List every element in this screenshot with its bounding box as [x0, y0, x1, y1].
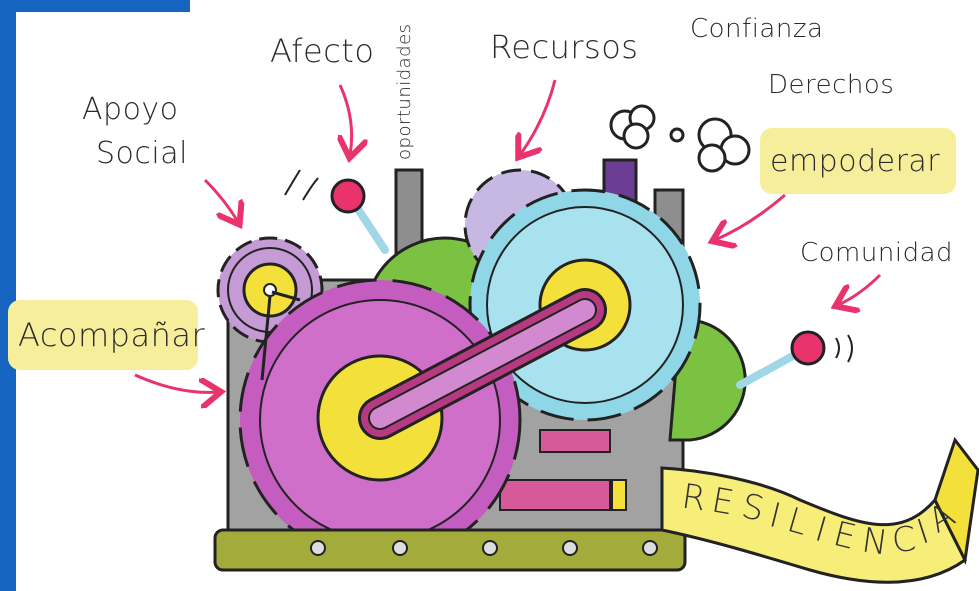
label-empoderar: empoderar [770, 144, 941, 179]
label-derechos: Derechos [768, 70, 895, 100]
smoke-icon [609, 104, 751, 173]
label-apoyo: Apoyo [82, 92, 179, 127]
belt [358, 288, 607, 440]
arrow-apoyo-icon [203, 178, 238, 222]
arrow-empoderar-icon [715, 193, 786, 240]
arrow-afecto-icon [340, 84, 352, 155]
empoderar-highlight [760, 128, 956, 194]
lever-right-icon [736, 330, 853, 389]
acompanar-highlight [8, 300, 198, 370]
arrow-comunidad-icon [838, 273, 882, 305]
label-social: Social [96, 136, 188, 171]
arrow-acompanar-icon [134, 373, 218, 392]
left-edge-bar [0, 0, 16, 591]
label-recursos: Recursos [490, 28, 639, 66]
machine-base [213, 528, 687, 572]
top-left-bar [0, 0, 190, 12]
label-comunidad: Comunidad [800, 238, 954, 268]
label-oportunidades: oportunidades [394, 23, 415, 160]
label-confianza: Confianza [690, 14, 824, 44]
resiliencia-banner [660, 466, 967, 584]
arrow-recursos-icon [520, 79, 557, 155]
label-afecto: Afecto [270, 32, 375, 70]
lever-left-icon [284, 169, 389, 254]
label-acompanar: Acompañar [18, 316, 206, 354]
arrows [134, 79, 882, 392]
